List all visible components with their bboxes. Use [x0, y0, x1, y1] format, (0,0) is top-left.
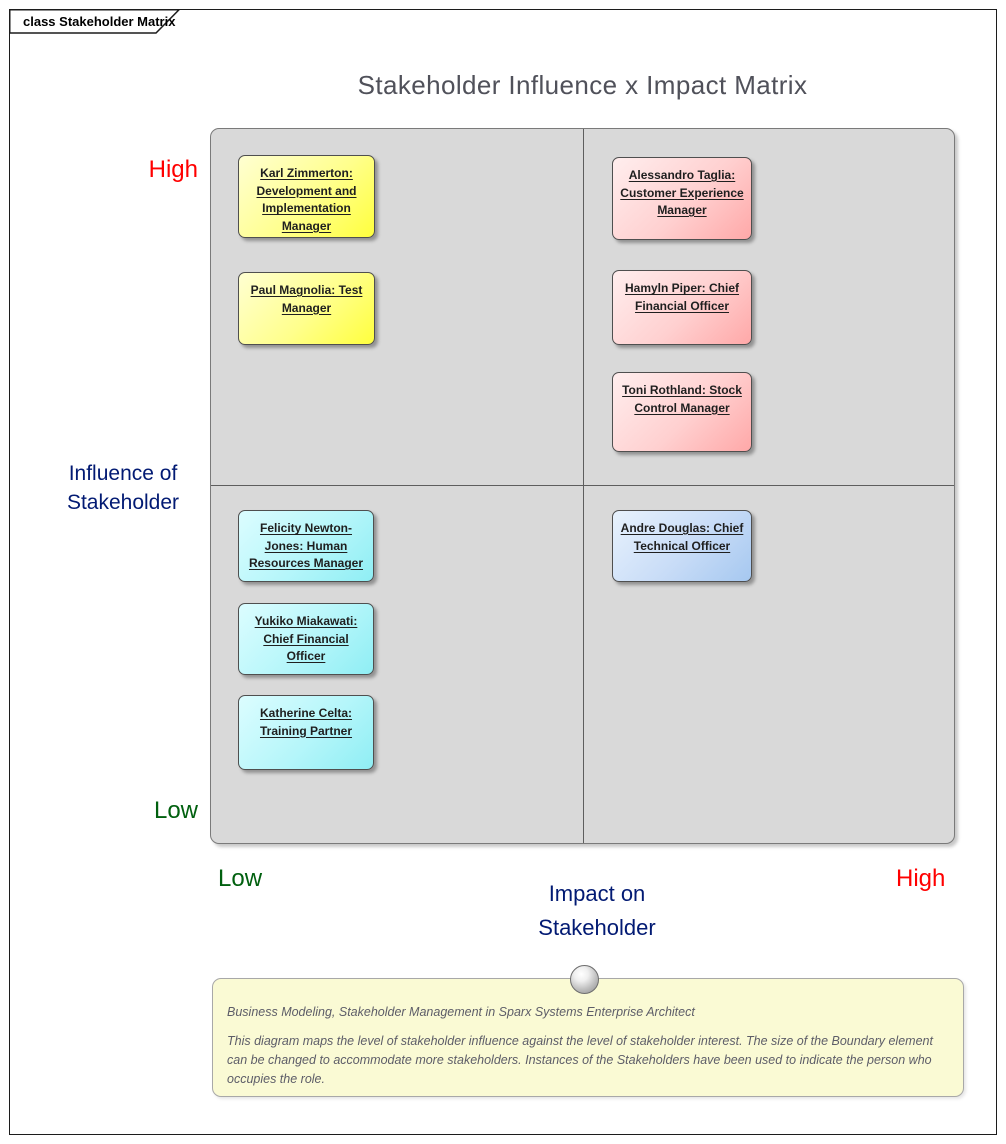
- description-body-text: This diagram maps the level of stakehold…: [227, 1034, 933, 1086]
- frame-tab-label: class Stakeholder Matrix: [23, 14, 176, 29]
- y-axis-title: Influence of Stakeholder: [28, 459, 218, 517]
- stakeholder-note[interactable]: Katherine Celta: Training Partner: [238, 695, 374, 770]
- frame-tab-shape: [9, 9, 181, 34]
- description-source-line: Business Modeling, Stakeholder Managemen…: [227, 1005, 695, 1019]
- matrix-vertical-divider: [583, 129, 584, 843]
- x-axis-title: Impact on Stakeholder: [472, 877, 722, 945]
- stakeholder-note[interactable]: Felicity Newton-Jones: Human Resources M…: [238, 510, 374, 582]
- stakeholder-name: Alessandro Taglia: Customer Experience M…: [620, 168, 744, 217]
- matrix-horizontal-divider: [211, 485, 954, 486]
- description-note[interactable]: Business Modeling, Stakeholder Managemen…: [212, 978, 964, 1097]
- stakeholder-note[interactable]: Hamyln Piper: Chief Financial Officer: [612, 270, 752, 345]
- x-axis-high-label: High: [896, 865, 946, 892]
- y-axis-high-label: High: [148, 156, 198, 183]
- stakeholder-name: Andre Douglas: Chief Technical Officer: [620, 521, 744, 553]
- diagram-frame-tab: class Stakeholder Matrix: [9, 9, 181, 34]
- x-axis-title-line1: Impact on: [548, 881, 646, 906]
- stakeholder-name: Hamyln Piper: Chief Financial Officer: [624, 281, 740, 313]
- stakeholder-name: Paul Magnolia: Test Manager: [250, 283, 363, 315]
- x-axis-low-label: Low: [218, 865, 263, 892]
- x-axis-title-line2: Stakeholder: [538, 915, 656, 940]
- y-axis-title-line2: Stakeholder: [66, 491, 180, 514]
- y-axis-low-label: Low: [153, 797, 198, 824]
- stakeholder-name: Yukiko Miakawati: Chief Financial Office…: [254, 614, 358, 663]
- y-axis-title-line1: Influence of: [68, 462, 178, 485]
- note-link-handle-sphere[interactable]: [570, 965, 599, 994]
- diagram-title: Stakeholder Influence x Impact Matrix: [357, 70, 808, 100]
- stakeholder-note[interactable]: Andre Douglas: Chief Technical Officer: [612, 510, 752, 582]
- stakeholder-name: Toni Rothland: Stock Control Manager: [622, 383, 742, 415]
- stakeholder-name: Katherine Celta: Training Partner: [259, 706, 353, 738]
- stakeholder-note[interactable]: Paul Magnolia: Test Manager: [238, 272, 375, 345]
- stakeholder-note[interactable]: Toni Rothland: Stock Control Manager: [612, 372, 752, 452]
- stakeholder-note[interactable]: Karl Zimmerton: Development and Implemen…: [238, 155, 375, 238]
- stakeholder-name: Karl Zimmerton: Development and Implemen…: [256, 166, 357, 233]
- stakeholder-note[interactable]: Alessandro Taglia: Customer Experience M…: [612, 157, 752, 240]
- stakeholder-name: Felicity Newton-Jones: Human Resources M…: [248, 521, 364, 570]
- diagram-frame-border: [9, 9, 997, 1135]
- stakeholder-note[interactable]: Yukiko Miakawati: Chief Financial Office…: [238, 603, 374, 675]
